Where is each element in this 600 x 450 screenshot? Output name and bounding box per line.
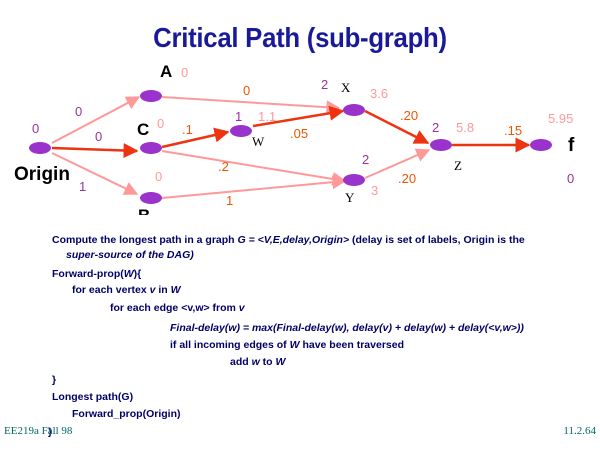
edge-c-w [161, 127, 230, 149]
node-label-a: A [160, 62, 172, 81]
algo-if-condition: if all incoming edges of W have been tra… [170, 339, 405, 351]
algo-update-rule: Final-delay(w) = max(Final-delay(w), del… [170, 322, 524, 334]
node-w [230, 125, 252, 137]
edge-weight-z-f: .15 [504, 123, 522, 138]
node-delay-x: 2 [321, 77, 328, 92]
algo-intro-line-1: Compute the longest path in a graph G = … [52, 234, 525, 246]
node-z [430, 139, 452, 151]
node-annot-y: 3 [371, 183, 378, 198]
node-delay-w: 1 [235, 109, 242, 124]
node-delay-y: 2 [362, 152, 369, 167]
node-annot-f: 5.95 [548, 111, 573, 126]
algo-intro-line-2: super-source of the DAG) [66, 249, 194, 261]
edge-weight-origin-c: 0 [95, 129, 102, 144]
footer-course: EE219a Fall 98 [4, 425, 73, 437]
node-annot-a: 0 [181, 65, 188, 80]
node-f [530, 139, 552, 151]
node-annot-w: 1.1 [258, 109, 276, 124]
node-x [343, 104, 365, 116]
footer-page-number: 11.2.64 [563, 425, 596, 437]
edge-origin-a [51, 96, 141, 144]
algo-vertex-loop: for each vertex v in W [72, 284, 181, 296]
node-annot-c: 0 [157, 116, 164, 131]
edge-y-z [364, 148, 431, 179]
node-annot-b: 0 [155, 169, 162, 184]
node-label-y: Y [345, 190, 355, 205]
node-annot-z: 5.8 [456, 120, 474, 135]
algo-forward-prop-def: Forward-prop(W){ [52, 268, 142, 280]
algo-forward-prop-call: Forward_prop(Origin) [72, 408, 181, 420]
node-annot-origin: 0 [32, 121, 39, 136]
node-annot-x: 3.6 [370, 86, 388, 101]
edge-x-z [364, 109, 430, 145]
algo-longest-path-def: Longest path(G) [52, 391, 134, 403]
edge-weight-y-z: .20 [398, 171, 416, 186]
edge-weight-origin-a: 0 [75, 104, 82, 119]
edge-weight-b-y: 1 [226, 193, 233, 208]
edge-weight-a-x: 0 [243, 83, 250, 98]
edge-weight-x-z: .20 [400, 108, 418, 123]
edge-weight-c-w: .1 [182, 122, 193, 137]
node-label-c: C [137, 120, 149, 139]
algo-add-step: add w to W [230, 356, 286, 368]
algo-edge-loop: for each edge <v,w> from v [110, 302, 245, 314]
slide-title: Critical Path (sub-graph) [153, 22, 447, 53]
algo-final-brace: } [48, 426, 53, 438]
node-delay-z: 2 [432, 120, 439, 135]
node-label-x: X [341, 80, 351, 95]
algo-close-brace: } [52, 374, 57, 386]
edge-origin-c [51, 143, 139, 159]
node-label-origin: Origin [14, 164, 70, 185]
edge-weight-c-y: .2 [218, 159, 229, 174]
edge-weight-origin-b: 1 [79, 179, 86, 194]
node-c [140, 142, 162, 154]
edge-w-x [252, 105, 345, 128]
edge-a-x [161, 96, 341, 115]
edge-b-y [161, 175, 347, 199]
node-label-z: Z [454, 158, 462, 173]
node-delay-f: 0 [567, 171, 574, 186]
node-label-f: f [568, 135, 575, 156]
node-y [343, 174, 365, 186]
node-label-w: W [252, 134, 265, 149]
edge-weight-w-x: .05 [290, 126, 308, 141]
node-a [140, 90, 162, 102]
edge-origin-b [51, 152, 139, 195]
node-label-b: B [138, 206, 150, 215]
edge-c-y [161, 150, 347, 186]
node-b [140, 192, 162, 204]
critical-path-graph: Origin A C B f W X Y Z 1 2 2 2 0 0 0 0 0… [14, 62, 575, 215]
node-origin [29, 142, 51, 154]
